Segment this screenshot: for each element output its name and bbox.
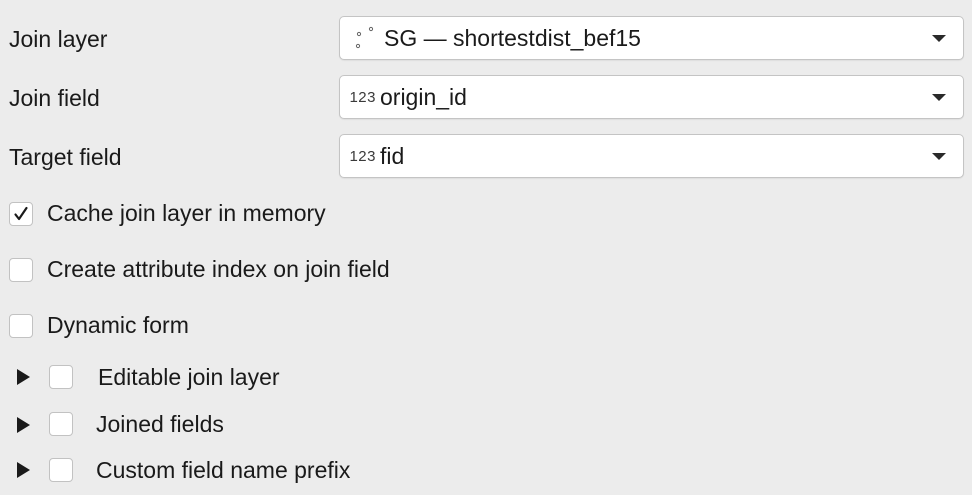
- cache-join-layer-label: Cache join layer in memory: [47, 200, 326, 226]
- editable-join-layer-checkbox[interactable]: [49, 365, 73, 389]
- target-field-label: Target field: [9, 144, 122, 170]
- dynamic-form-label: Dynamic form: [47, 312, 189, 338]
- editable-join-layer-label[interactable]: Editable join layer: [98, 364, 280, 390]
- join-layer-value: SG — shortestdist_bef15: [384, 24, 641, 51]
- expand-arrow-icon[interactable]: [17, 462, 30, 478]
- dropdown-arrow-icon[interactable]: [932, 152, 946, 160]
- joined-fields-label[interactable]: Joined fields: [96, 411, 224, 437]
- join-field-combobox[interactable]: 123 origin_id: [339, 75, 964, 119]
- join-field-value: origin_id: [380, 83, 467, 110]
- create-attribute-index-option[interactable]: Create attribute index on join field: [9, 256, 390, 283]
- checkmark-icon: [14, 206, 28, 220]
- dropdown-arrow-icon[interactable]: [932, 93, 946, 101]
- cache-join-layer-checkbox[interactable]: [9, 201, 33, 226]
- target-field-value: fid: [380, 142, 405, 169]
- expand-arrow-icon[interactable]: [17, 369, 30, 385]
- join-field-label: Join field: [9, 85, 100, 111]
- target-field-combobox[interactable]: 123 fid: [339, 134, 964, 178]
- join-layer-label: Join layer: [9, 26, 108, 52]
- joined-fields-checkbox[interactable]: [49, 412, 73, 436]
- dynamic-form-option[interactable]: Dynamic form: [9, 312, 189, 339]
- expand-arrow-icon[interactable]: [17, 417, 30, 433]
- point-layer-icon: [340, 16, 384, 60]
- custom-field-name-prefix-label[interactable]: Custom field name prefix: [96, 457, 351, 483]
- numeric-field-icon: 123: [349, 147, 376, 165]
- dynamic-form-checkbox[interactable]: [9, 313, 33, 338]
- dropdown-arrow-icon[interactable]: [932, 34, 946, 42]
- custom-field-name-prefix-checkbox[interactable]: [49, 458, 73, 482]
- create-attribute-index-label: Create attribute index on join field: [47, 256, 390, 282]
- create-attribute-index-checkbox[interactable]: [9, 257, 33, 282]
- join-layer-combobox[interactable]: SG — shortestdist_bef15: [339, 16, 964, 60]
- numeric-field-icon: 123: [349, 88, 376, 106]
- cache-join-layer-option[interactable]: Cache join layer in memory: [9, 200, 326, 227]
